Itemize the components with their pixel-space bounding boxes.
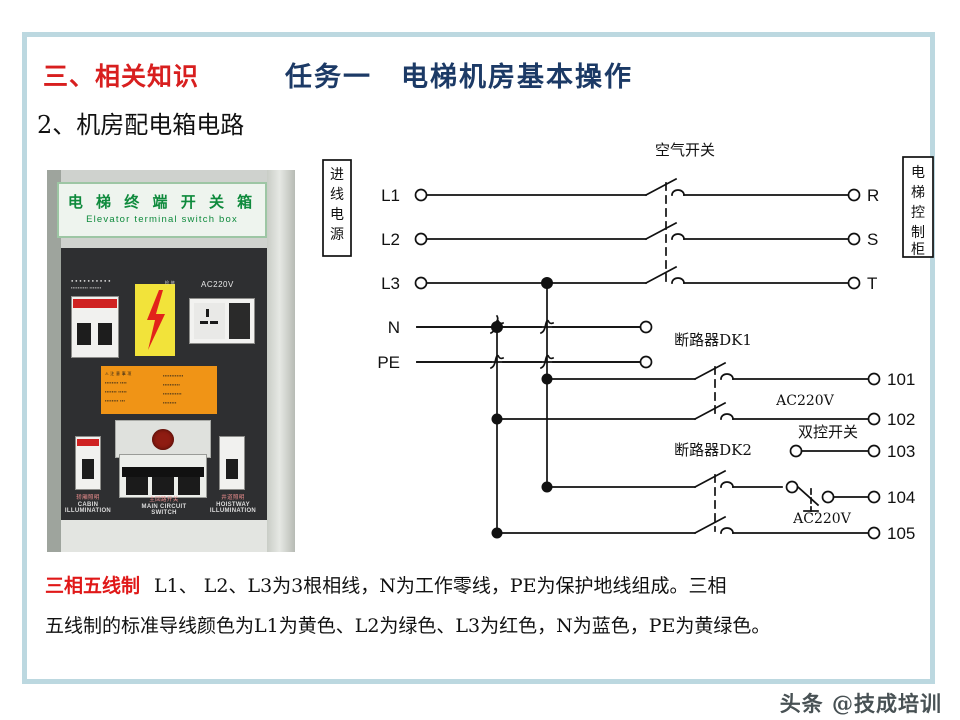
label-air-switch: 空气开关 (655, 141, 715, 159)
svg-text:梯: 梯 (911, 185, 925, 201)
photo-main-breaker-toggle-2 (152, 477, 174, 495)
terminal-label-105: 105 (887, 524, 915, 543)
caption-main-cn: 主回路开关 (149, 497, 179, 503)
terminal-label-l1: L1 (381, 186, 400, 205)
terminal-label-101: 101 (887, 370, 915, 389)
photo-hoistway-breaker-lever (226, 459, 238, 479)
note-highlight: 三相五线制 (45, 575, 141, 597)
nameplate-en: Elevator terminal switch box (86, 214, 238, 225)
photo-panel: ● ● ● ● ● ● ● ● ● ● ▪▪▪▪▪▪▪▪▪▪ ▪▪▪▪▪▪▪ A… (61, 248, 267, 520)
photo-mcb-pair (71, 296, 119, 358)
photo-hoistway-light-breaker (219, 436, 245, 490)
note-line-1: 三相五线制 L1、 L2、L3为3根相线，N为工作零线，PE为保护地线组成。三相 (45, 567, 925, 607)
slide-frame: 三、相关知识 任务一 电梯机房基本操作 2、机房配电箱电路 电 梯 终 端 开 … (22, 32, 935, 684)
terminal-label-pe: PE (377, 353, 400, 372)
terminal-label-103: 103 (887, 442, 915, 461)
terminal-label-104: 104 (887, 488, 915, 507)
svg-text:电: 电 (330, 207, 344, 223)
subsection-heading: 2、机房配电箱电路 (37, 111, 245, 139)
photo-high-voltage-warning (135, 284, 175, 356)
photo-cabinet-floor (61, 520, 267, 552)
photo-socket-voltage-label: AC220V (201, 280, 234, 289)
photo-warning-plate: ⚠ 注 意 事 项 ▪▪▪▪▪▪▪▪ ▪▪▪▪ ▪▪▪▪▪▪▪ ▪▪▪▪▪ ▪▪… (101, 366, 217, 414)
photo-main-breaker-toggle-3 (178, 477, 200, 495)
terminal-label-l3: L3 (381, 274, 400, 293)
terminal-label-r: R (867, 186, 879, 205)
watermark: 头条 @技成培训 (779, 691, 942, 716)
photo-mcb-lever-1 (77, 323, 91, 345)
terminal-label-n: N (388, 318, 400, 337)
photo-socket-cn-label: 检 修 (165, 280, 176, 285)
caption-cabin-cn: 轿厢照明 (76, 495, 100, 501)
panel-microtext-left: ● ● ● ● ● ● ● ● ● ● (71, 278, 111, 283)
photo-power-socket (189, 298, 255, 344)
caption-hoistway-cn: 井道照明 (221, 495, 245, 501)
photo-mcb-brandstrip (73, 299, 117, 308)
svg-text:源: 源 (330, 227, 344, 243)
label-breaker-dk1: 断路器DK1 (674, 331, 752, 349)
lightning-bolt-icon (147, 290, 165, 350)
terminal-label-t: T (867, 274, 877, 293)
page-title: 任务一 电梯机房基本操作 (285, 62, 633, 93)
svg-text:电: 电 (911, 165, 925, 181)
photo-mcb-lever-2 (98, 323, 112, 345)
panel-microtext-left2: ▪▪▪▪▪▪▪▪▪▪ ▪▪▪▪▪▪▪ (71, 285, 102, 290)
section-heading: 三、相关知识 (43, 62, 200, 91)
photo-main-switch-housing (115, 420, 211, 458)
note-text-1: L1、 L2、L3为3根相线，N为工作零线，PE为保护地线组成。三相 (154, 575, 727, 597)
circuit-text-labels: L1 L2 L3 N PE R S T 101 102 103 104 105 … (330, 141, 925, 543)
terminal-label-s: S (867, 230, 878, 249)
distribution-circuit-diagram: L1 L2 L3 N PE R S T 101 102 103 104 105 … (322, 141, 934, 543)
photo-socket-flat (229, 303, 250, 339)
terminal-label-l2: L2 (381, 230, 400, 249)
photo-cabin-light-breaker (75, 436, 101, 490)
photo-main-breaker-toggle-1 (126, 477, 148, 495)
photo-socket-round (194, 303, 226, 339)
svg-text:线: 线 (330, 187, 344, 203)
photo-nameplate: 电 梯 终 端 开 关 箱 Elevator terminal switch b… (57, 182, 267, 238)
photo-main-breaker (119, 454, 207, 498)
svg-text:柜: 柜 (911, 242, 925, 258)
note-line-2: 五线制的标准导线颜色为L1为黄色、L2为绿色、L3为红色，N为蓝色，PE为黄绿色… (45, 614, 771, 637)
source-box-label: 进线 电源 (330, 167, 344, 243)
label-breaker-dk2: 断路器DK2 (674, 441, 752, 459)
svg-text:制: 制 (911, 225, 925, 241)
nameplate-cn: 电 梯 终 端 开 关 箱 (67, 193, 257, 211)
photo-emergency-indicator (152, 429, 174, 450)
photo-cabin-breaker-strip (77, 439, 99, 446)
terminal-label-102: 102 (887, 410, 915, 429)
socket-holes-icon (200, 309, 218, 324)
junction-dots (491, 277, 553, 539)
photo-cabin-breaker-lever (82, 459, 94, 479)
photo-door-right (267, 170, 295, 552)
label-voltage-dk1: AC220V (775, 393, 835, 409)
svg-text:进: 进 (330, 167, 344, 183)
switch-box-photo: 电 梯 终 端 开 关 箱 Elevator terminal switch b… (47, 170, 295, 552)
terminal-circles (414, 188, 881, 540)
load-box-label: 电梯 控制 柜 (911, 165, 925, 258)
svg-text:控: 控 (911, 205, 925, 221)
photo-main-breaker-bar (122, 467, 204, 477)
label-voltage-dk2: AC220V (792, 511, 852, 527)
photo-wall-left (47, 170, 61, 552)
label-two-way-switch: 双控开关 (798, 423, 858, 441)
